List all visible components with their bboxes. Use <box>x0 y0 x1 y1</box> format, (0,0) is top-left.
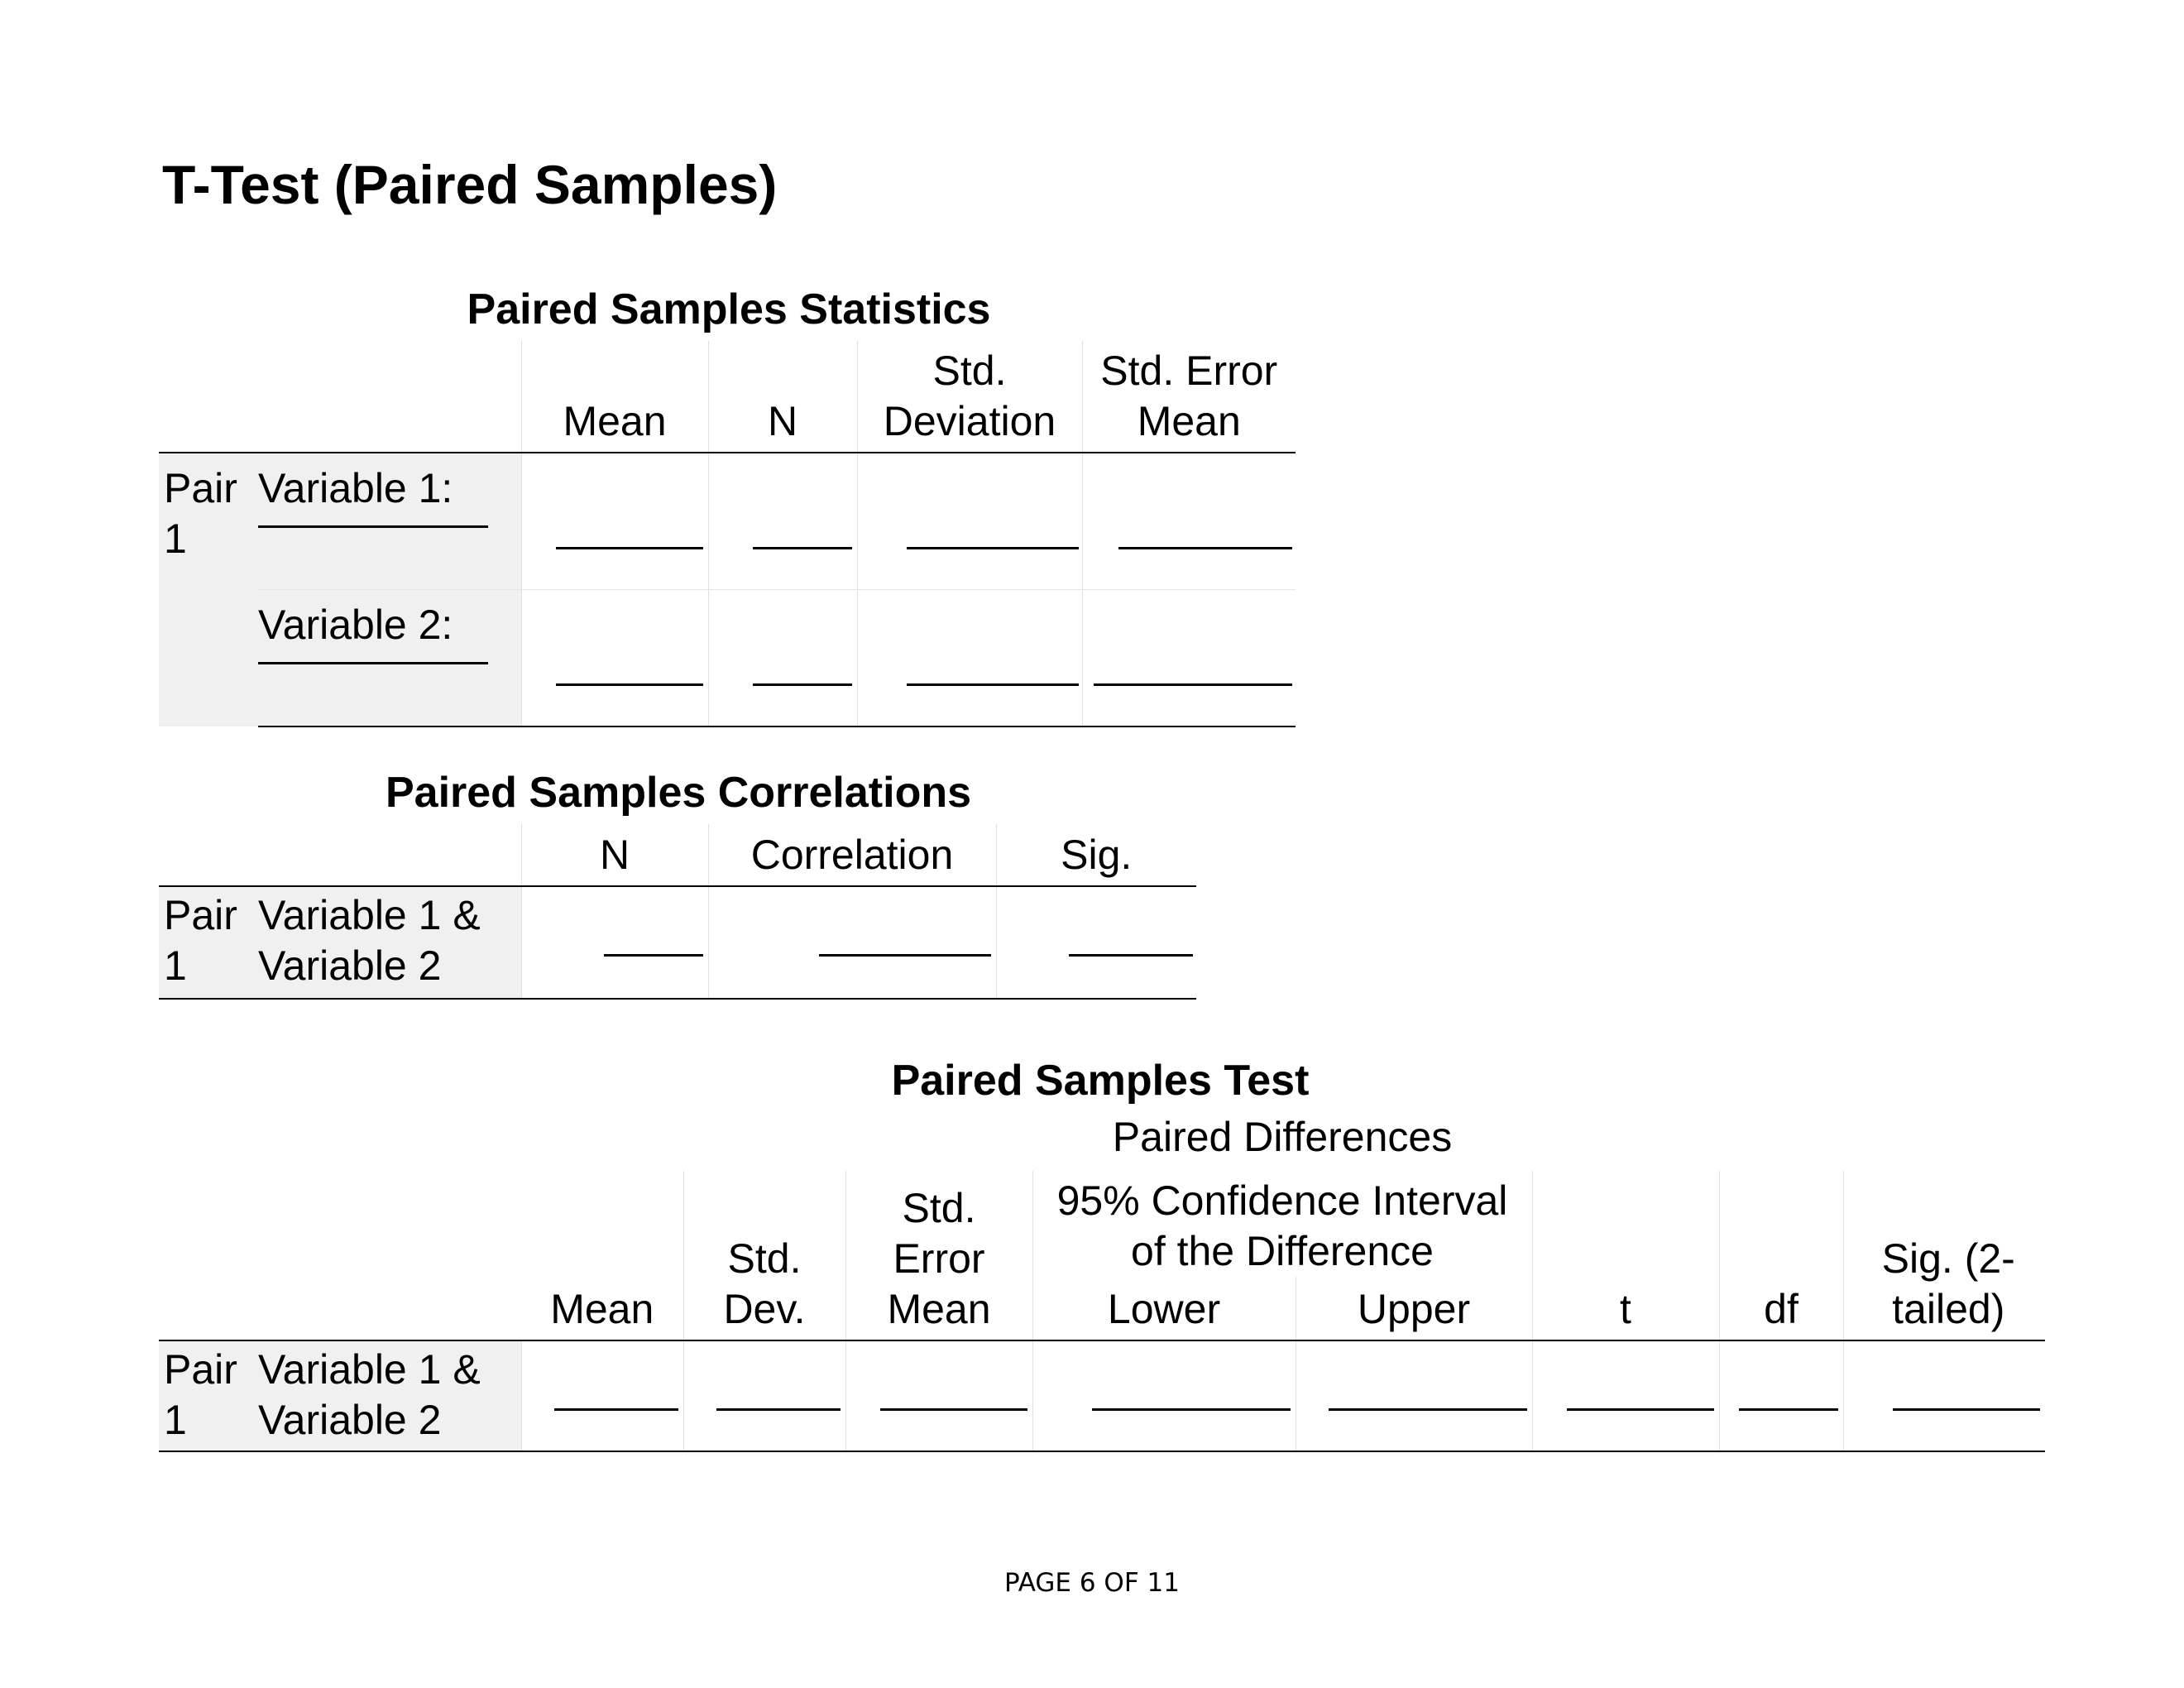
test-mean-blank <box>520 1340 683 1452</box>
correlations-caption: Paired Samples Correlations <box>385 769 972 817</box>
statistics-caption: Paired Samples Statistics <box>467 285 991 333</box>
stats-variable-1-label: Variable 1: <box>258 465 453 511</box>
stats-mean-1-blank <box>520 453 708 590</box>
test-upper-blank <box>1295 1340 1532 1452</box>
corr-header-correlation: Correlation <box>707 824 996 887</box>
variable-2-name-blank <box>258 662 488 664</box>
test-lower-blank <box>1032 1340 1296 1452</box>
corr-n-blank <box>520 886 708 1000</box>
page-footer: PAGE 6 OF 11 <box>1004 1568 1180 1598</box>
corr-header-sig: Sig. <box>995 824 1196 887</box>
stats-variable-2-label: Variable 2: <box>258 602 453 648</box>
test-header-df: df <box>1718 1171 1843 1341</box>
test-sig-blank <box>1842 1340 2045 1452</box>
statistics-table: Mean N Std. Deviation Std. Error Mean Pa… <box>159 341 1296 727</box>
page-title: T-Test (Paired Samples) <box>162 154 778 215</box>
test-header-std-error-mean: Std. Error Mean <box>845 1171 1032 1341</box>
corr-correlation-blank <box>707 886 996 1000</box>
stats-variable-1: Variable 1: <box>258 453 521 590</box>
stats-mean-2-blank <box>520 589 708 727</box>
stats-header-std-error-mean: Std. Error Mean <box>1081 341 1296 453</box>
test-header-upper: Upper <box>1295 1277 1532 1341</box>
stats-n-2-blank <box>707 589 857 727</box>
stats-std-dev-1-blank <box>856 453 1082 590</box>
test-header-std-dev: Std. Dev. <box>682 1171 845 1341</box>
test-header-lower: Lower <box>1032 1277 1296 1341</box>
variable-1-name-blank <box>258 525 488 528</box>
corr-sig-blank <box>995 886 1196 1000</box>
test-variable-label: Variable 1 & Variable 2 <box>258 1340 521 1452</box>
test-caption: Paired Samples Test <box>891 1057 1310 1105</box>
stats-pair-label: Pair 1 <box>159 453 258 727</box>
test-t-blank <box>1531 1340 1719 1452</box>
test-std-dev-blank <box>682 1340 845 1452</box>
test-header-mean: Mean <box>521 1171 683 1341</box>
test-table: Mean Std. Dev. Std. Error Mean 95% Confi… <box>159 1171 2045 1452</box>
stats-variable-2: Variable 2: <box>258 589 521 727</box>
correlations-table: N Correlation Sig. Pair 1 Variable 1 & V… <box>159 824 1196 1000</box>
test-df-blank <box>1718 1340 1843 1452</box>
test-pair-label: Pair 1 <box>159 1340 258 1452</box>
test-std-err-blank <box>845 1340 1032 1452</box>
stats-std-err-2-blank <box>1081 589 1296 727</box>
corr-pair-label: Pair 1 <box>159 886 258 1000</box>
corr-header-n: N <box>520 824 708 887</box>
stats-n-1-blank <box>707 453 857 590</box>
stats-header-mean: Mean <box>520 341 708 453</box>
test-header-t: t <box>1531 1171 1719 1341</box>
stats-header-n: N <box>707 341 857 453</box>
stats-std-dev-2-blank <box>856 589 1082 727</box>
test-header-ci: 95% Confidence Interval of the Differenc… <box>1032 1171 1532 1277</box>
stats-header-std-deviation: Std. Deviation <box>856 341 1082 453</box>
stats-std-err-1-blank <box>1081 453 1296 590</box>
corr-variable-label: Variable 1 & Variable 2 <box>258 886 521 1000</box>
paired-differences-header: Paired Differences <box>1112 1114 1453 1160</box>
test-header-sig-2-tailed: Sig. (2-tailed) <box>1842 1171 2045 1341</box>
